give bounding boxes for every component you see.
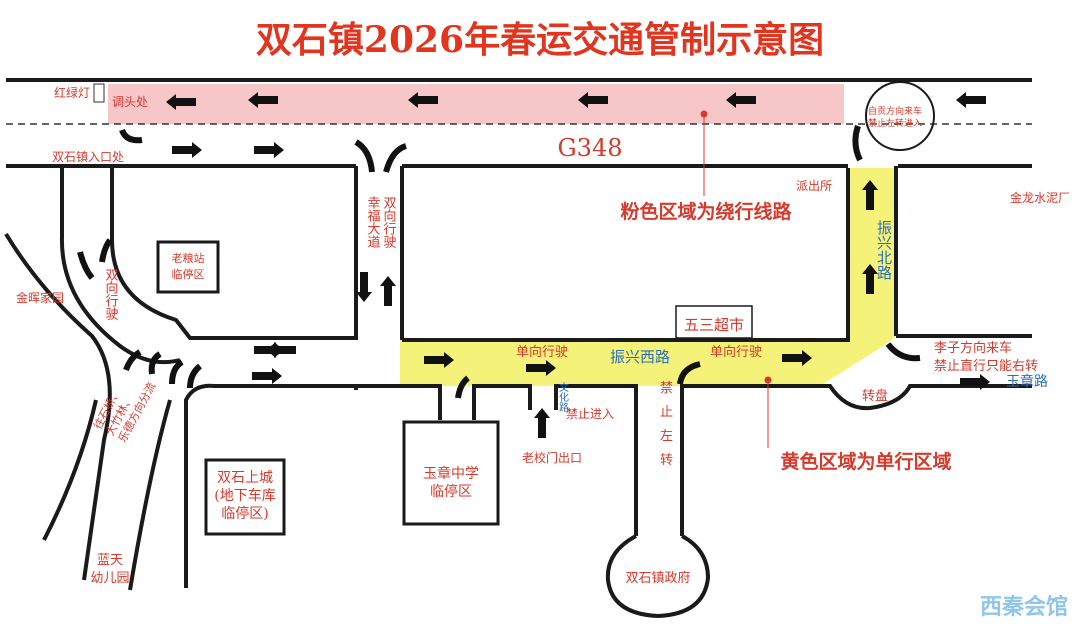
wenhua-label: 文化路 — [557, 381, 569, 413]
two-way-left-label: 双向行驶 — [103, 268, 119, 320]
traffic-light-marker — [93, 83, 105, 103]
watermark: 西秦会馆 — [980, 594, 1068, 620]
shuangshi-upper-box: 双石上城 (地下车库 临停区) — [204, 458, 286, 536]
one-way-label-1: 单向行驶 — [516, 344, 568, 360]
town-roads — [4, 166, 1032, 591]
no-entry-label: 禁止进入 — [566, 407, 614, 421]
lizi-note-1: 李子方向来车 — [934, 340, 1012, 356]
government-label: 双石镇政府 — [625, 571, 690, 586]
southbound-arrows — [356, 272, 372, 302]
yuzhang-school-label-2: 临停区 — [430, 483, 472, 500]
xingfu-two-way-label: 双向行驶 — [381, 196, 397, 248]
no-left-4: 转 — [660, 453, 673, 468]
government-circle — [605, 534, 711, 619]
old-station-label-2: 临停区 — [172, 267, 205, 281]
old-station-label: 老粮站 — [172, 251, 205, 265]
no-left-3: 左 — [660, 429, 673, 444]
westbound-left-arrow — [266, 342, 296, 358]
pink-leader-dot — [700, 110, 708, 118]
xingfu-avenue-label: 幸福大道 — [365, 196, 381, 248]
no-left-turn-circle — [865, 81, 935, 151]
yellow-note: 黄色区域为单行区域 — [780, 450, 951, 473]
yuzhang-school-box: 玉章中学 临停区 — [402, 420, 500, 526]
shicao-note: 往石桥、 大竹林、 乐德方向分流 — [90, 380, 158, 445]
pink-detour-zone — [108, 84, 844, 124]
one-way-label-2: 单向行驶 — [710, 344, 762, 360]
zigong-note-1: 自贡方向来车 — [868, 105, 922, 117]
no-left-2: 止 — [660, 405, 673, 420]
traffic-light-label: 红绿灯 — [54, 85, 90, 100]
jinlong-label: 金龙水泥厂 — [1010, 190, 1070, 205]
pink-note: 粉色区域为绕行线路 — [620, 200, 792, 223]
police-label: 派出所 — [796, 179, 832, 193]
jinhui-label: 金晖家园 — [16, 290, 64, 305]
shuangshi-upper-label-3: 临停区) — [221, 505, 268, 522]
yellow-leader-dot — [764, 376, 772, 384]
no-left-1: 禁 — [660, 381, 673, 396]
shuangshi-upper-label: 双石上城 — [217, 470, 273, 486]
zhenxing-north-label: 振兴北路 — [875, 220, 893, 280]
yuzhang-school-label: 玉章中学 — [423, 465, 479, 482]
map-title: 双石镇2026年春运交通管制示意图 — [256, 19, 824, 61]
kindergarten-label-1: 蓝天 — [97, 553, 123, 568]
lizi-note-2: 禁止直行只能右转 — [934, 359, 1038, 374]
old-station-box: 老粮站 临停区 — [156, 240, 220, 294]
shuangshi-upper-label-2: (地下车库 — [214, 487, 275, 504]
kindergarten-label-2: 幼儿园 — [90, 571, 129, 586]
zigong-note-2: 禁止左转进入 — [868, 117, 922, 129]
old-gate-label: 老校门出口 — [522, 450, 582, 465]
g348-label: G348 — [558, 134, 623, 162]
wusan-box: 五三超市 — [675, 305, 753, 339]
wusan-label: 五三超市 — [684, 316, 744, 334]
town-entrance-label: 双石镇入口处 — [52, 150, 124, 164]
roundabout-label: 转盘 — [862, 388, 888, 404]
g348-road — [6, 78, 1032, 168]
u-turn-label: 调头处 — [112, 95, 148, 109]
yellow-one-way-zone — [400, 168, 896, 386]
yuzhang-road-label: 玉章路 — [1006, 373, 1048, 390]
curved-turn-arrows — [77, 125, 921, 399]
zhenxing-west-label: 振兴西路 — [610, 348, 670, 366]
